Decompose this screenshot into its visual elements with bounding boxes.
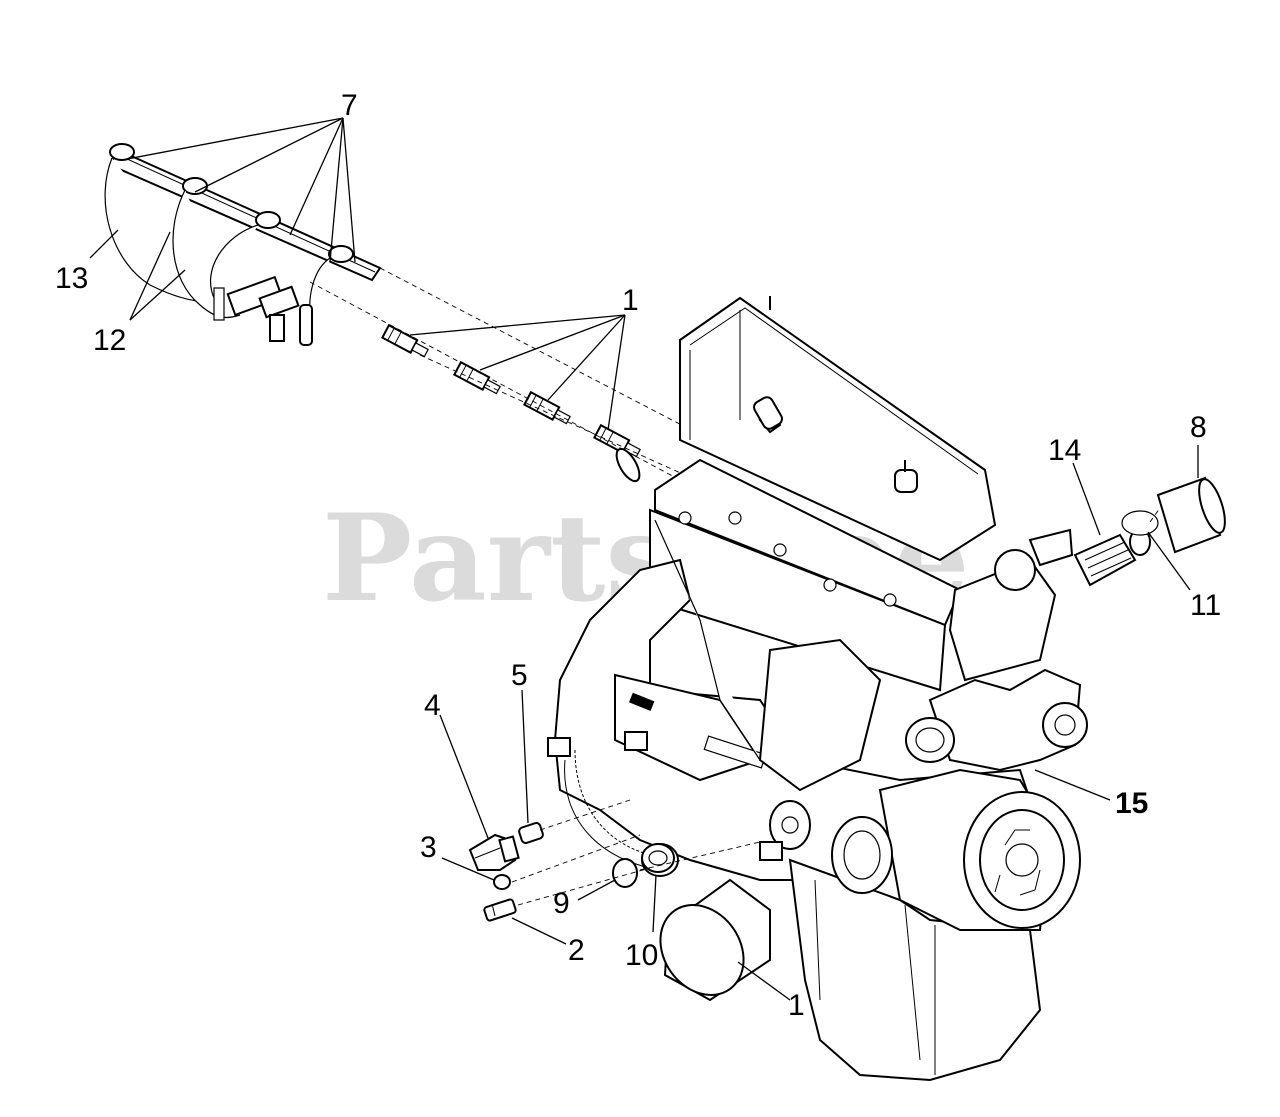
sealing-washer [493, 874, 511, 890]
callouts: 7 13 12 1 8 14 11 5 4 15 3 9 2 10 1 [55, 89, 1221, 1022]
thermostat-hose-group [1073, 476, 1226, 587]
callout-13: 13 [55, 262, 88, 295]
leader-lines [89, 117, 1199, 1001]
callout-5: 5 [511, 659, 528, 692]
callout-4: 4 [424, 689, 441, 722]
oil-pressure-switch [468, 833, 520, 871]
callout-8: 8 [1190, 411, 1207, 444]
drain-fitting [483, 898, 517, 922]
adapter-fitting [518, 822, 544, 844]
callout-2: 2 [568, 934, 585, 967]
callout-15: 15 [1115, 787, 1148, 820]
glow-plug-harness [104, 143, 382, 346]
callout-1-glow-plugs: 1 [622, 284, 639, 317]
callout-10: 10 [625, 939, 658, 972]
callout-3: 3 [420, 831, 437, 864]
callout-1-oil-filter: 1 [788, 989, 805, 1022]
callout-14: 14 [1048, 434, 1081, 467]
oil-filter [659, 878, 771, 1002]
glow-plugs [309, 267, 741, 501]
oil-seal [641, 843, 675, 873]
core-plug [612, 858, 638, 888]
engine-assembly: ▇▇▇ [547, 296, 1088, 1082]
callout-12: 12 [93, 324, 126, 357]
callout-11: 11 [1190, 589, 1221, 622]
callout-7: 7 [341, 89, 358, 122]
callout-9: 9 [553, 887, 570, 920]
